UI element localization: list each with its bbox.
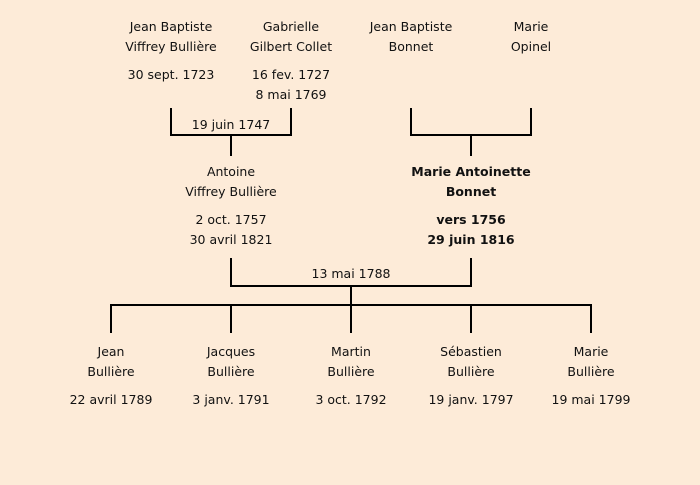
marriage-date-grandparents-left: 19 juin 1747 [191,117,271,132]
connector-line [470,258,472,287]
surname: Viffrey Bullière [185,184,277,199]
person-antoine-viffrey[interactable]: Antoine Viffrey Bullière 2 oct. 1757 30 … [156,162,306,250]
name: Jean Baptiste [369,19,453,34]
connector-line [590,304,592,333]
connector-line [230,134,232,156]
connector-line [290,108,292,136]
person-jean-baptiste-viffrey[interactable]: Jean Baptiste Viffrey Bullière 30 sept. … [96,17,246,85]
name: Jean [97,344,125,359]
connector-line [350,285,352,306]
connector-line [350,304,352,333]
death-date: 29 juin 1816 [427,232,515,247]
surname: Bullière [567,364,615,379]
name: Marie [513,19,549,34]
surname: Gilbert Collet [249,39,333,54]
surname: Viffrey Bullière [125,39,217,54]
name: Martin [331,344,371,359]
surname: Opinel [510,39,552,54]
person-marie-antoinette-bonnet[interactable]: Marie Antoinette Bonnet vers 1756 29 jui… [396,162,546,250]
marriage-date-parents: 13 mai 1788 [311,266,391,281]
birth-date: 3 oct. 1792 [315,392,387,407]
person-jean-baptiste-bonnet[interactable]: Jean Baptiste Bonnet [336,17,486,57]
birth-date: 16 fev. 1727 [251,67,331,82]
name: Marie Antoinette [411,164,531,179]
surname: Bullière [327,364,375,379]
name: Jean Baptiste [129,19,213,34]
birth-date: 22 avril 1789 [69,392,153,407]
name: Jacques [206,344,256,359]
connector-line [470,134,472,156]
surname: Bullière [87,364,135,379]
person-gabrielle-gilbert-collet[interactable]: Gabrielle Gilbert Collet 16 fev. 1727 8 … [216,17,366,105]
death-date: 30 avril 1821 [189,232,273,247]
connector-line [470,304,472,333]
surname: Bullière [207,364,255,379]
connector-line [530,108,532,136]
person-marie-opinel[interactable]: Marie Opinel [456,17,606,57]
birth-date: 2 oct. 1757 [195,212,267,227]
connector-line [170,108,172,136]
name: Marie [573,344,609,359]
connector-line [410,108,412,136]
child-sebastien[interactable]: Sébastien Bullière 19 janv. 1797 [396,342,546,410]
connector-line [230,258,232,287]
name: Gabrielle [262,19,320,34]
child-martin[interactable]: Martin Bullière 3 oct. 1792 [276,342,426,410]
child-marie[interactable]: Marie Bullière 19 mai 1799 [516,342,666,410]
child-jean[interactable]: Jean Bullière 22 avril 1789 [36,342,186,410]
birth-date: vers 1756 [436,212,506,227]
death-date: 8 mai 1769 [255,87,327,102]
surname: Bullière [447,364,495,379]
birth-date: 30 sept. 1723 [127,67,215,82]
connector-line [110,304,112,333]
birth-date: 19 mai 1799 [551,392,631,407]
name: Sébastien [440,344,502,359]
birth-date: 19 janv. 1797 [428,392,514,407]
connector-line [230,304,232,333]
surname: Bonnet [388,39,434,54]
birth-date: 3 janv. 1791 [192,392,270,407]
surname: Bonnet [445,184,497,199]
name: Antoine [206,164,256,179]
child-jacques[interactable]: Jacques Bullière 3 janv. 1791 [156,342,306,410]
